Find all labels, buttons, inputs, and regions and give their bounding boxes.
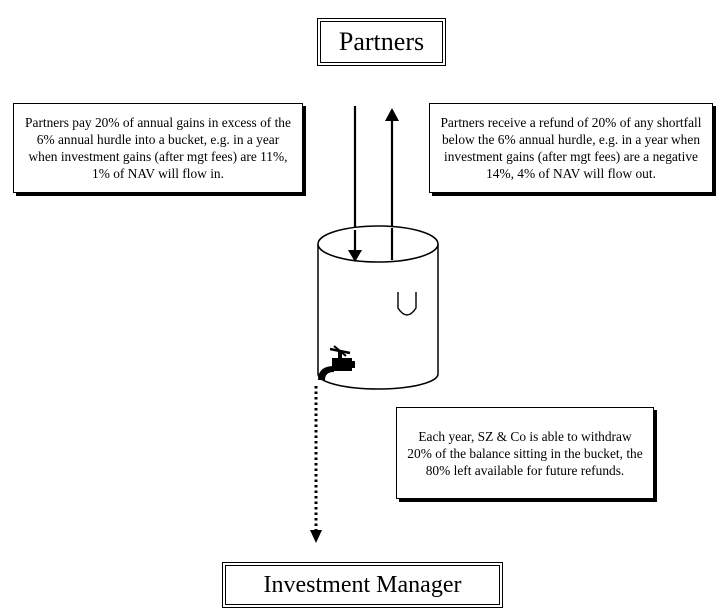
outflow-note-text: Partners receive a refund of 20% of any … bbox=[440, 115, 702, 181]
partners-box: Partners bbox=[317, 18, 446, 66]
partners-label: Partners bbox=[320, 21, 443, 63]
investment-manager-label: Investment Manager bbox=[225, 565, 500, 605]
withdraw-note-text: Each year, SZ & Co is able to withdraw 2… bbox=[407, 428, 643, 478]
inflow-note: Partners pay 20% of annual gains in exce… bbox=[13, 103, 303, 193]
investment-manager-box: Investment Manager bbox=[222, 562, 503, 608]
outflow-note: Partners receive a refund of 20% of any … bbox=[429, 103, 713, 193]
withdrawal-arrow bbox=[310, 386, 322, 543]
withdraw-note: Each year, SZ & Co is able to withdraw 2… bbox=[396, 407, 654, 499]
faucet-icon bbox=[318, 345, 355, 380]
inflow-note-text: Partners pay 20% of annual gains in exce… bbox=[25, 115, 291, 181]
